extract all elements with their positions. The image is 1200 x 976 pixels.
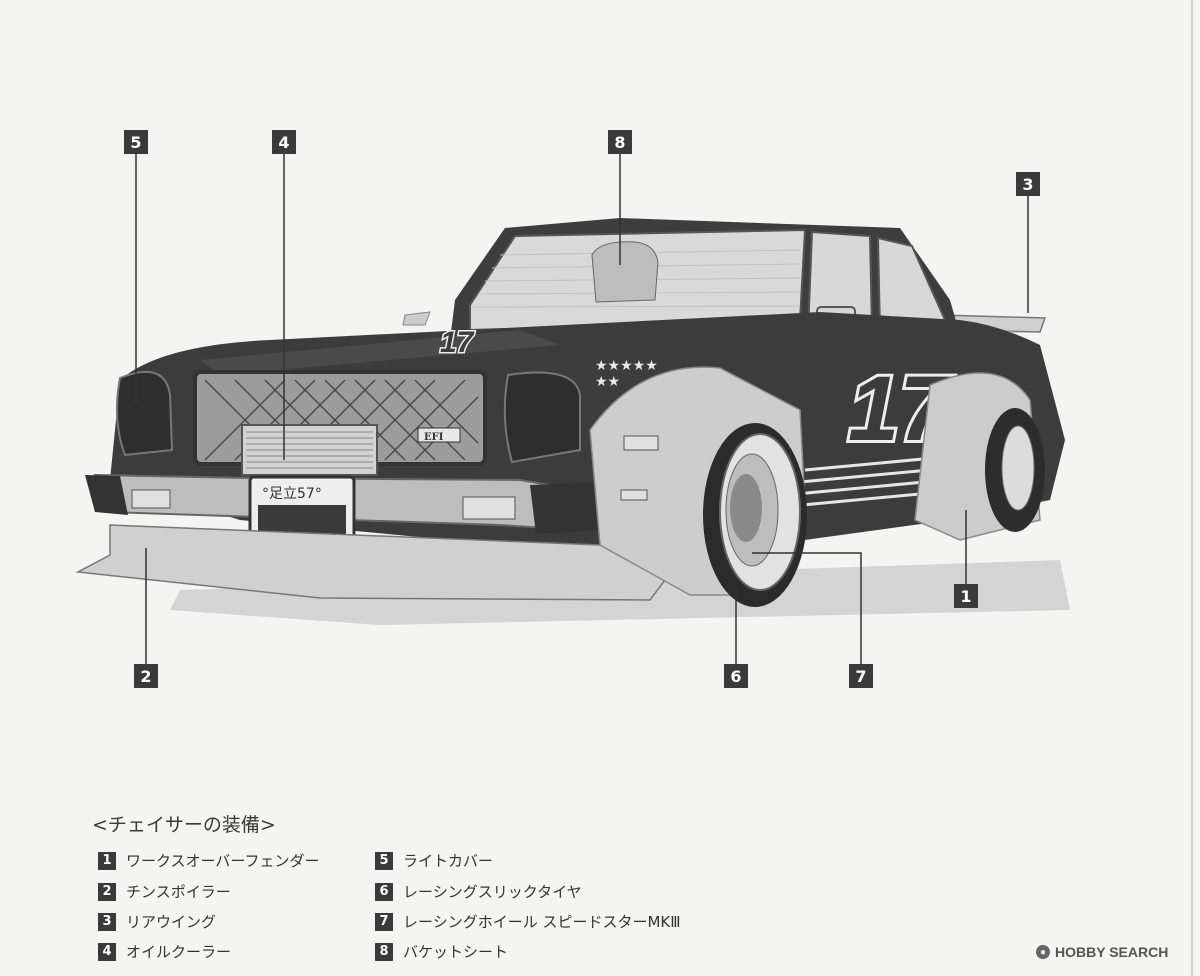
legend-item-3: 3 リアウイング: [98, 911, 216, 932]
legend-num: 8: [375, 942, 393, 961]
callout-7: 7: [849, 664, 873, 688]
legend-item-7: 7 レーシングホイール スピードスターMKⅢ: [375, 911, 681, 932]
legend-item-2: 2 チンスポイラー: [98, 881, 231, 902]
callout-1: 1: [954, 584, 978, 608]
legend-num: 4: [98, 942, 116, 961]
legend-num: 1: [98, 851, 116, 870]
grille-badge: EFI: [424, 432, 444, 443]
legend-label: ワークスオーバーフェンダー: [126, 852, 320, 870]
legend-item-8: 8 バケットシート: [375, 941, 508, 962]
callout-2: 2: [134, 664, 158, 688]
page-edge-rule: [1191, 0, 1193, 976]
legend-label: ライトカバー: [403, 852, 494, 870]
legend-label: レーシングスリックタイヤ: [403, 883, 582, 901]
hobby-search-logo-icon: ●: [1036, 945, 1050, 959]
legend-num: 3: [98, 912, 116, 931]
legend-title: <チェイサーの装備>: [92, 814, 276, 836]
headlight-left: [116, 370, 174, 457]
callout-3: 3: [1016, 172, 1040, 196]
legend-num: 7: [375, 912, 393, 931]
callout-5: 5: [124, 130, 148, 154]
callout-8: 8: [608, 130, 632, 154]
watermark-text: HOBBY SEARCH: [1055, 944, 1169, 960]
legend-label: オイルクーラー: [126, 943, 232, 961]
car-illustration: 17 17 ★★★★★ ★★ EFI °足立57°: [75, 153, 1070, 665]
legend-label: レーシングホイール スピードスターMKⅢ: [403, 913, 681, 931]
plate-text: °足立57°: [262, 486, 322, 502]
legend-num: 6: [375, 882, 393, 901]
bucket-seat-shape: [591, 241, 659, 303]
legend-item-5: 5 ライトカバー: [375, 850, 493, 871]
legend-item-4: 4 オイルクーラー: [98, 941, 231, 962]
legend-num: 2: [98, 882, 116, 901]
legend-item-6: 6 レーシングスリックタイヤ: [375, 881, 582, 902]
callout-6: 6: [724, 664, 748, 688]
hood-number-text: 17: [440, 326, 475, 359]
legend-label: チンスポイラー: [126, 883, 231, 901]
legend-label: リアウイング: [126, 913, 217, 931]
legend-item-1: 1 ワークスオーバーフェンダー: [98, 850, 320, 871]
svg-text:★★★★★: ★★★★★: [595, 358, 658, 374]
legend-num: 5: [375, 851, 393, 870]
callout-4: 4: [272, 130, 296, 154]
svg-text:★★: ★★: [595, 374, 620, 390]
watermark: ● HOBBY SEARCH: [1036, 944, 1168, 960]
legend-label: バケットシート: [403, 943, 509, 961]
headlight-right: [503, 371, 581, 464]
